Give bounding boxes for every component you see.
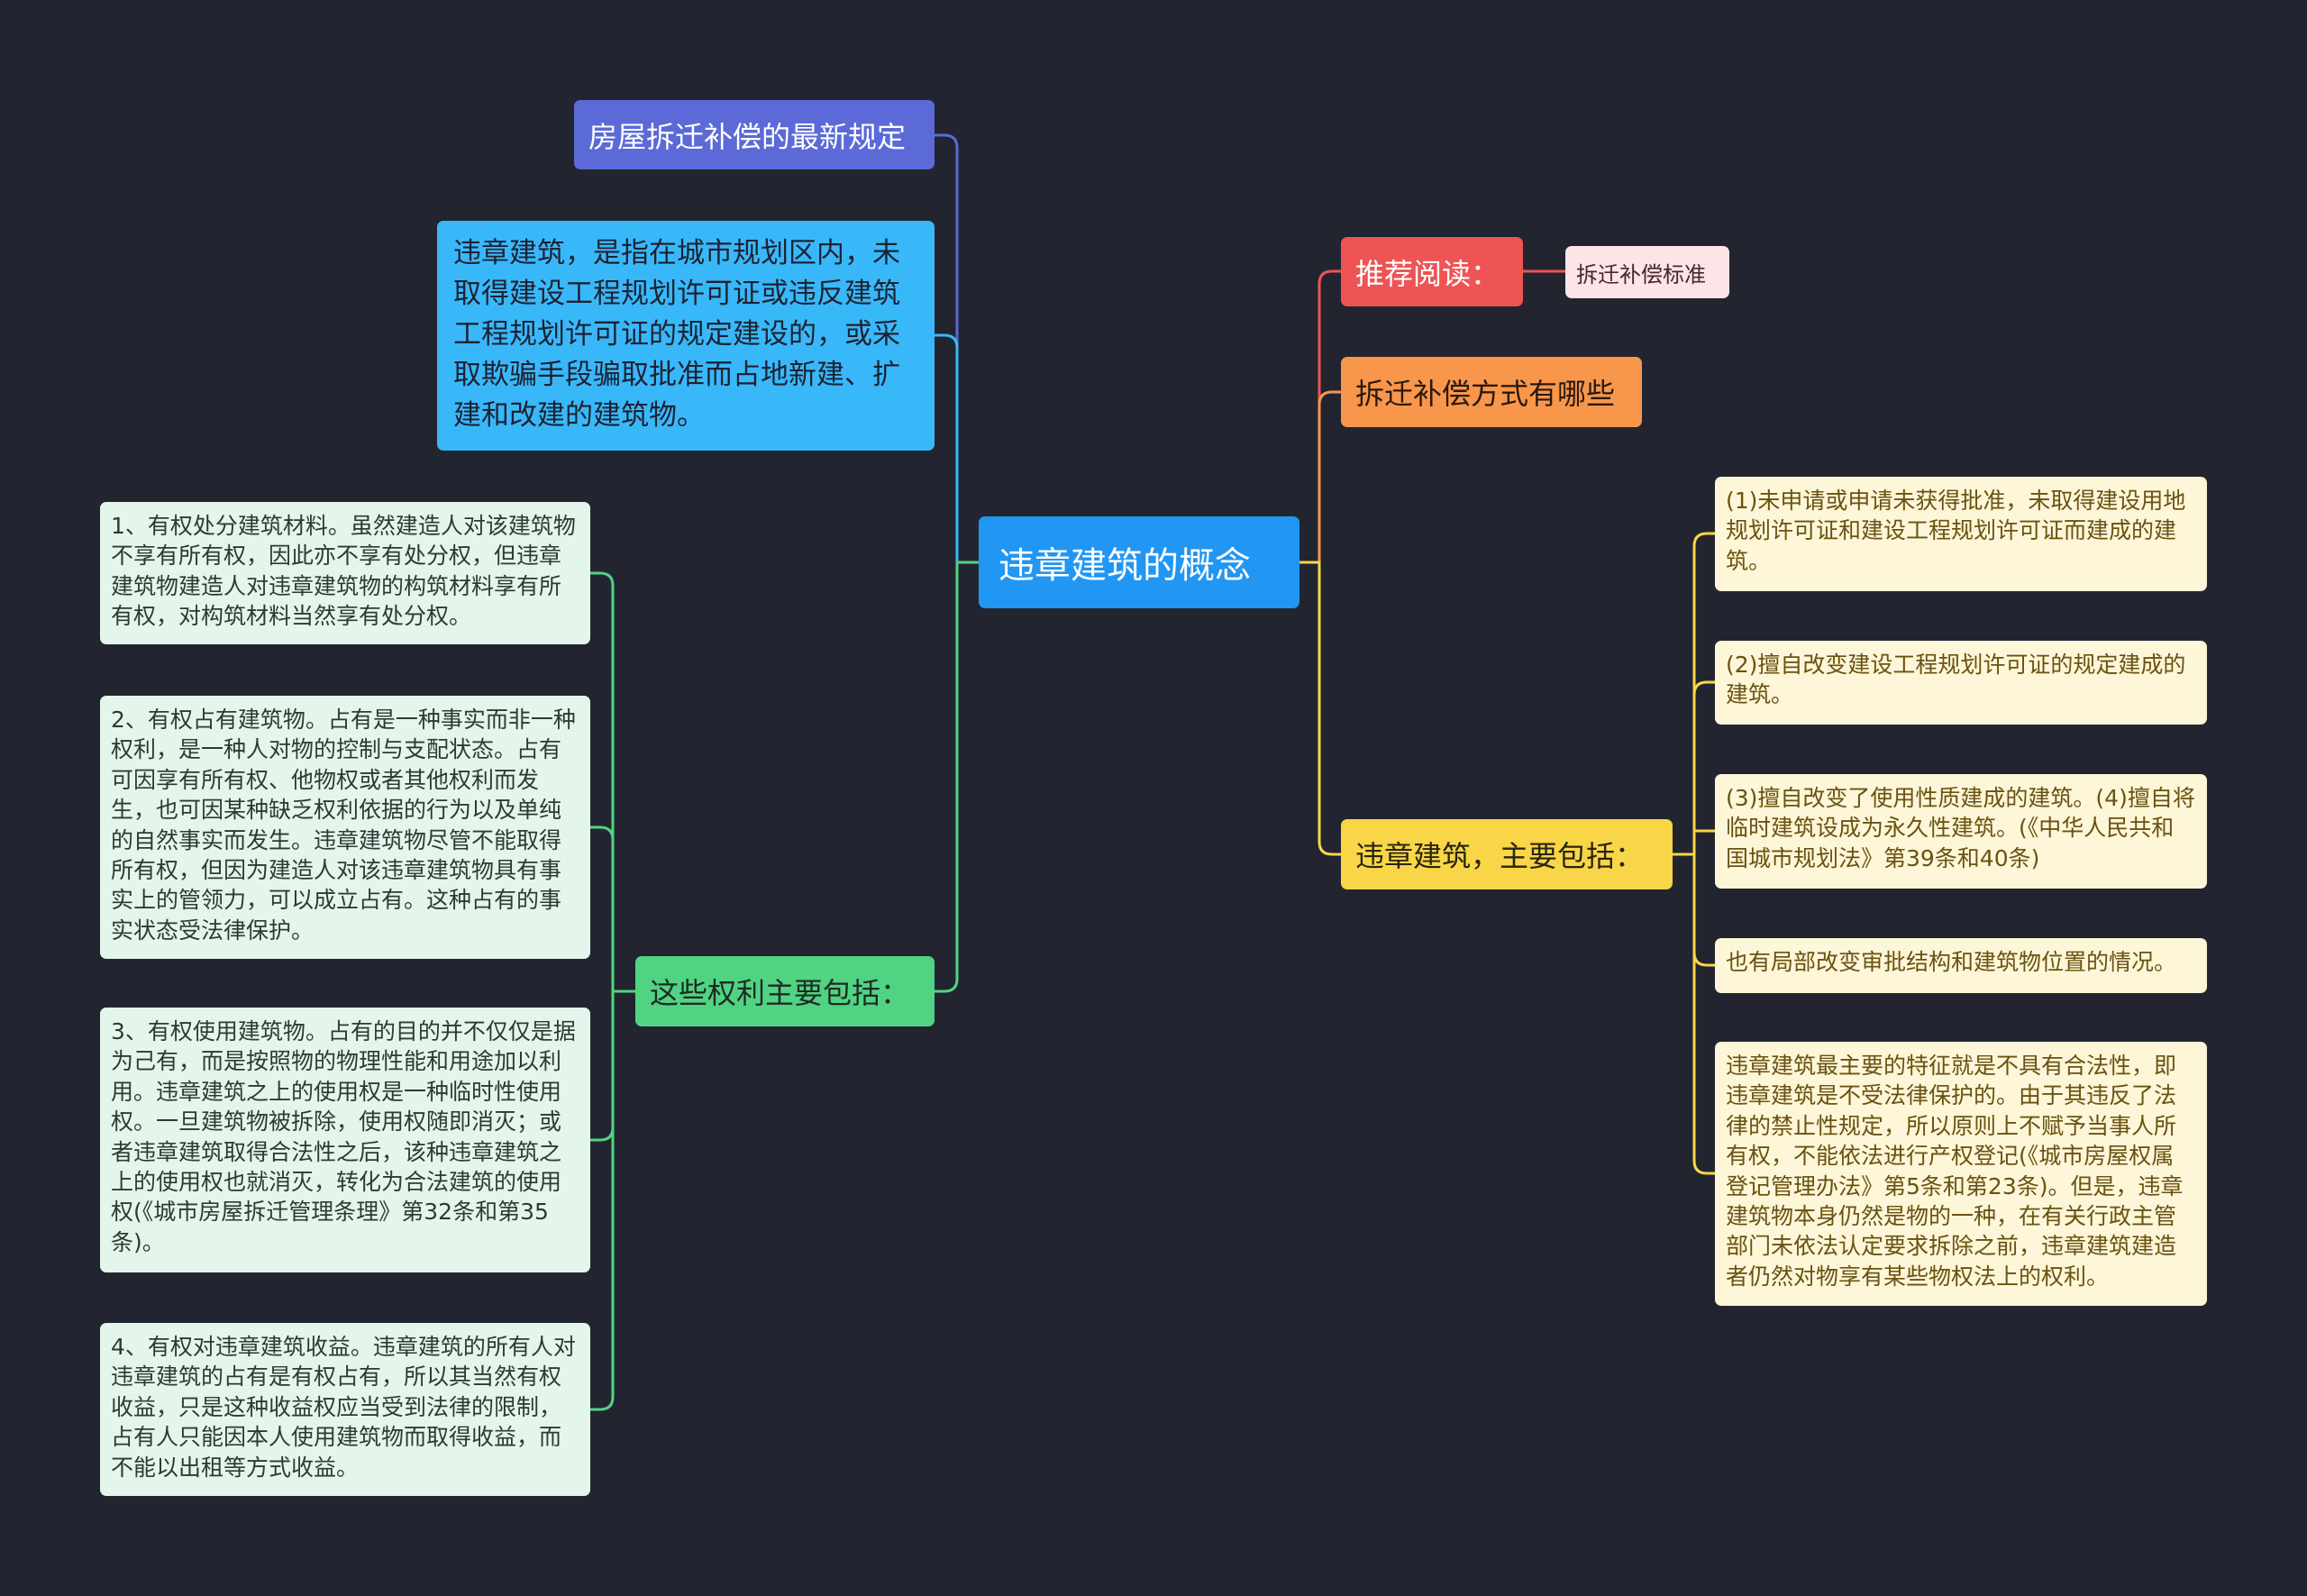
link-includes-2 [1673, 680, 1715, 856]
center-topic-label: 违章建筑的概念 [998, 545, 1251, 587]
node-methods[interactable]: 拆迁补偿方式有哪些 [1341, 357, 1642, 427]
include-item-1[interactable]: (1)未申请或申请未获得批准，未取得建设用地规划许可证和建设工程规划许可证而建成… [1715, 477, 2207, 591]
link-rights-1 [590, 571, 635, 993]
link-center-methods [1299, 390, 1341, 564]
include-item-3[interactable]: (3)擅自改变了使用性质建成的建筑。(4)擅自将临时建筑设成为永久性建筑。(《中… [1715, 774, 2207, 889]
node-definition-text: 违章建筑，是指在城市规划区内，未取得建设工程规划许可证或违反建筑工程规划许可证的… [453, 237, 900, 432]
right-item-4-text: 4、有权对违章建筑收益。违章建筑的所有人对违章建筑的占有是有权占有，所以其当然有… [111, 1334, 576, 1481]
node-rights-heading-label: 这些权利主要包括： [650, 976, 910, 1010]
include-item-3-text: (3)擅自改变了使用性质建成的建筑。(4)擅自将临时建筑设成为永久性建筑。(《中… [1726, 785, 2195, 871]
right-item-2[interactable]: 2、有权占有建筑物。占有是一种事实而非一种权利，是一种人对物的控制与支配状态。占… [100, 696, 590, 959]
node-recommend-label: 推荐阅读： [1355, 256, 1500, 291]
node-includes-heading[interactable]: 违章建筑，主要包括： [1341, 819, 1673, 889]
include-item-4[interactable]: 也有局部改变审批结构和建筑物位置的情况。 [1715, 938, 2207, 993]
link-center-recommend [1299, 269, 1341, 564]
include-item-4-text: 也有局部改变审批结构和建筑物位置的情况。 [1726, 949, 2177, 975]
link-center-rights [935, 561, 979, 993]
link-rights-4 [590, 990, 635, 1411]
right-item-3[interactable]: 3、有权使用建筑物。占有的目的并不仅仅是据为己有，而是按照物的物理性能和用途加以… [100, 1008, 590, 1272]
include-item-5-text: 违章建筑最主要的特征就是不具有合法性，即违章建筑是不受法律保护的。由于其违反了法… [1726, 1053, 2184, 1290]
node-recommend[interactable]: 推荐阅读： [1341, 237, 1523, 306]
node-latest-rules[interactable]: 房屋拆迁补偿的最新规定 [574, 100, 935, 169]
node-latest-rules-label: 房屋拆迁补偿的最新规定 [588, 119, 907, 154]
right-item-2-text: 2、有权占有建筑物。占有是一种事实而非一种权利，是一种人对物的控制与支配状态。占… [111, 707, 576, 944]
include-item-1-text: (1)未申请或申请未获得批准，未取得建设用地规划许可证和建设工程规划许可证而建成… [1726, 488, 2186, 574]
right-item-3-text: 3、有权使用建筑物。占有的目的并不仅仅是据为己有，而是按照物的物理性能和用途加以… [111, 1018, 576, 1255]
link-includes-3 [1673, 829, 1715, 856]
node-definition[interactable]: 违章建筑，是指在城市规划区内，未取得建设工程规划许可证或违反建筑工程规划许可证的… [437, 221, 935, 451]
node-rights-heading[interactable]: 这些权利主要包括： [635, 956, 935, 1026]
link-center-definition [935, 333, 979, 564]
include-item-2[interactable]: (2)擅自改变建设工程规划许可证的规定建成的建筑。 [1715, 641, 2207, 725]
right-item-4[interactable]: 4、有权对违章建筑收益。违章建筑的所有人对违章建筑的占有是有权占有，所以其当然有… [100, 1323, 590, 1496]
node-includes-heading-label: 违章建筑，主要包括： [1355, 839, 1645, 873]
include-item-5[interactable]: 违章建筑最主要的特征就是不具有合法性，即违章建筑是不受法律保护的。由于其违反了法… [1715, 1042, 2207, 1306]
center-topic[interactable]: 违章建筑的概念 [979, 516, 1299, 608]
link-compensation-standard[interactable]: 拆迁补偿标准 [1565, 246, 1729, 298]
link-rights-2 [590, 825, 635, 993]
link-center-includes [1299, 561, 1341, 856]
link-includes-1 [1673, 532, 1715, 856]
link-center-latest-rules [935, 133, 979, 564]
node-methods-label: 拆迁补偿方式有哪些 [1355, 377, 1616, 411]
link-includes-5 [1673, 853, 1715, 1175]
right-item-1[interactable]: 1、有权处分建筑材料。虽然建造人对该建筑物不享有所有权，因此亦不享有处分权，但违… [100, 502, 590, 644]
link-compensation-standard-label: 拆迁补偿标准 [1576, 261, 1706, 287]
include-item-2-text: (2)擅自改变建设工程规划许可证的规定建成的建筑。 [1726, 652, 2186, 708]
right-item-1-text: 1、有权处分建筑材料。虽然建造人对该建筑物不享有所有权，因此亦不享有处分权，但违… [111, 513, 576, 630]
